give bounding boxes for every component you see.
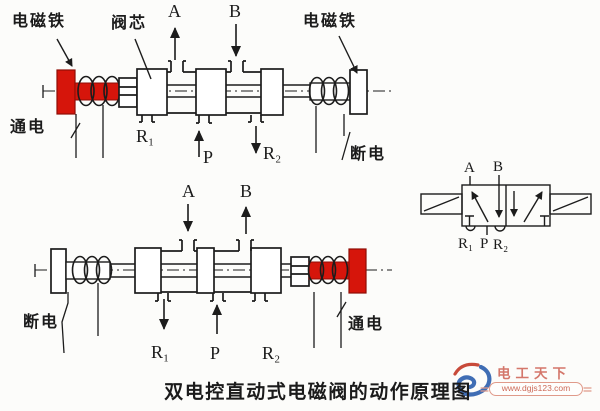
symbol-port-r1-label: R₁	[458, 236, 474, 252]
bottom-port-r1-label: R₁	[151, 342, 170, 362]
valve-symbol-left-position	[465, 185, 503, 226]
valve-symbol-right-position	[510, 191, 549, 226]
bottom-flow-arrows	[159, 204, 251, 334]
bottom-left-electromagnet-deenergized	[50, 248, 135, 294]
leader-electromagnet-left	[56, 38, 73, 67]
watermark-logo-icon	[453, 362, 592, 397]
symbol-port-p-label: P	[480, 236, 489, 252]
valve-symbol-right-solenoid	[549, 193, 592, 215]
top-port-p-label: P	[203, 147, 214, 167]
top-left-electromagnet-energized	[56, 69, 123, 115]
top-state-deenergized-label: 断电	[350, 146, 387, 163]
figure-caption: 双电控直动式电磁阀的动作原理图	[164, 382, 472, 403]
bottom-state-deenergized-label: 断电	[23, 314, 60, 331]
top-right-electromagnet-deenergized	[308, 69, 368, 115]
top-port-r2-label: R₂	[263, 143, 282, 163]
watermark-brand: 电工天下	[497, 366, 571, 381]
top-label-electromagnet-left: 电磁铁	[12, 13, 67, 30]
symbol-port-r2-label: R₂	[493, 237, 509, 253]
top-valve-cross-section	[42, 24, 393, 161]
top-flow-arrows	[170, 24, 261, 157]
leader-spool	[134, 38, 152, 80]
bottom-valve-body	[134, 239, 310, 302]
top-left-switch-closed	[70, 105, 104, 158]
bottom-right-switch-closed	[313, 292, 347, 348]
top-right-switch-open	[315, 106, 351, 161]
bottom-left-switch-open	[61, 283, 99, 354]
bottom-state-energized-label: 通电	[348, 316, 385, 333]
top-port-a-label: A	[168, 1, 181, 21]
top-valve-body	[118, 60, 310, 124]
bottom-valve-cross-section	[34, 204, 392, 354]
symbol-port-a-label: A	[464, 160, 475, 176]
top-label-spool: 阀芯	[111, 15, 148, 32]
bottom-right-electromagnet-energized	[307, 248, 367, 294]
leader-electromagnet-right	[338, 35, 358, 74]
valve-symbol-left-solenoid	[420, 193, 463, 215]
top-label-electromagnet-right: 电磁铁	[303, 13, 358, 30]
top-port-b-label: B	[229, 1, 242, 21]
bottom-port-r2-label: R₂	[262, 343, 281, 363]
top-state-energized-label: 通电	[10, 119, 47, 136]
valve-symbol-5-2	[420, 175, 592, 235]
top-port-r1-label: R₁	[136, 126, 155, 146]
bottom-port-b-label: B	[240, 181, 253, 201]
bottom-port-a-label: A	[182, 181, 195, 201]
symbol-port-b-label: B	[493, 159, 504, 175]
bottom-port-p-label: P	[210, 343, 221, 363]
watermark-url: www.dgjs123.com	[489, 382, 583, 396]
